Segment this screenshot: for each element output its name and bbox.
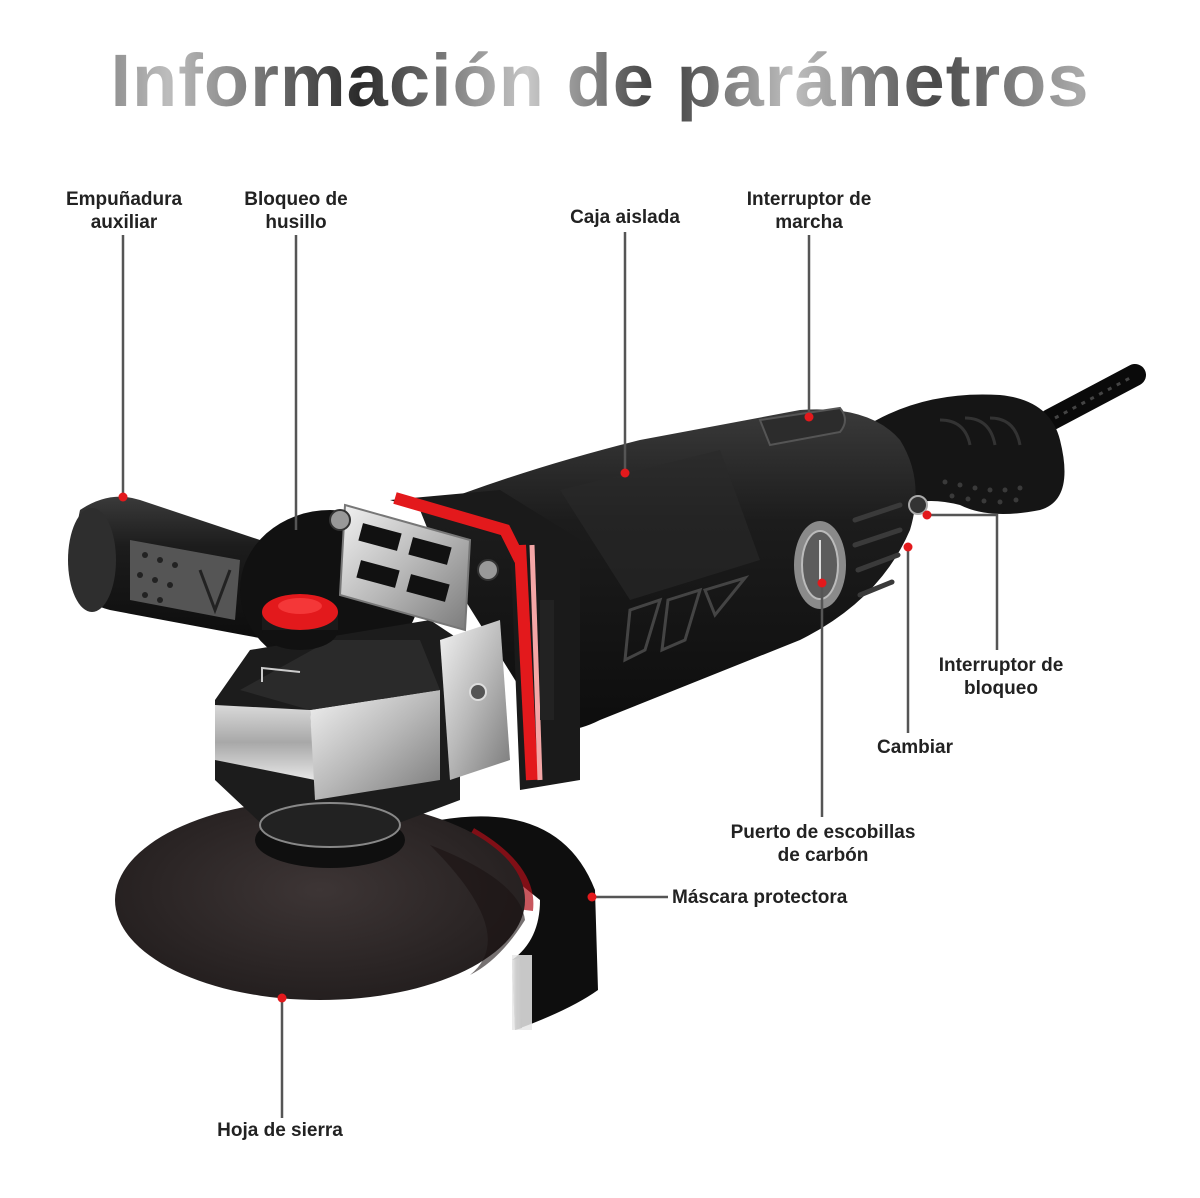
callout-blade: Hoja de sierra xyxy=(195,1119,365,1142)
dot-lock-switch xyxy=(922,510,932,520)
callout-spindle-lock-line1: Bloqueo de xyxy=(244,189,348,210)
dot-auxiliary-handle xyxy=(118,492,128,502)
dot-carbon-brush-port xyxy=(817,578,827,588)
carbon-brush-port xyxy=(794,521,846,609)
callout-blade-line1: Hoja de sierra xyxy=(217,1120,343,1141)
callout-lock-switch: Interruptor de bloqueo xyxy=(912,654,1090,700)
callout-change: Cambiar xyxy=(855,736,975,759)
dot-run-switch xyxy=(804,412,814,422)
callout-carbon-brush-port-line2: de carbón xyxy=(777,845,869,866)
callout-change-line1: Cambiar xyxy=(876,737,954,758)
callout-auxiliary-handle: Empuñadura auxiliar xyxy=(48,188,200,234)
callout-carbon-brush-port-line1: Puerto de escobillas xyxy=(730,822,916,843)
dot-blade xyxy=(277,993,287,1003)
callout-guard: Máscara protectora xyxy=(672,886,896,909)
auxiliary-handle xyxy=(68,496,283,640)
callout-run-switch-line2: marcha xyxy=(775,212,843,233)
callout-run-switch-line1: Interruptor de xyxy=(746,189,872,210)
rear-handle-grip-dots xyxy=(942,479,1023,505)
spindle-lock-button xyxy=(262,594,338,650)
callout-run-switch: Interruptor de marcha xyxy=(720,188,898,234)
callout-lock-switch-line2: bloqueo xyxy=(964,678,1038,699)
callout-dots xyxy=(118,412,932,1003)
vent-cover xyxy=(329,503,499,632)
callout-auxiliary-handle-line1: Empuñadura xyxy=(65,189,183,210)
vents xyxy=(852,502,903,598)
lock-switch xyxy=(908,495,928,515)
callout-guard-line1: Máscara protectora xyxy=(672,887,848,908)
run-switch xyxy=(758,406,846,447)
gear-head xyxy=(215,620,510,868)
red-collar xyxy=(390,490,580,790)
saw-blade xyxy=(115,800,525,1000)
dot-guard xyxy=(587,892,597,902)
callout-insulated-housing-line1: Caja aislada xyxy=(570,207,680,228)
body-chevrons xyxy=(623,575,750,663)
callout-insulated-housing: Caja aislada xyxy=(540,206,710,229)
callout-lock-switch-line1: Interruptor de xyxy=(938,655,1064,676)
callout-spindle-lock-line2: husillo xyxy=(265,212,327,233)
dot-insulated-housing xyxy=(620,468,630,478)
callout-carbon-brush-port: Puerto de escobillas de carbón xyxy=(700,821,946,867)
power-cord xyxy=(1039,364,1146,431)
callout-spindle-lock: Bloqueo de husillo xyxy=(222,188,370,234)
callout-auxiliary-handle-line2: auxiliar xyxy=(90,212,158,233)
leader-lines xyxy=(121,232,999,1118)
page-title: Información de parámetros xyxy=(0,38,1200,123)
dot-change xyxy=(903,542,913,552)
